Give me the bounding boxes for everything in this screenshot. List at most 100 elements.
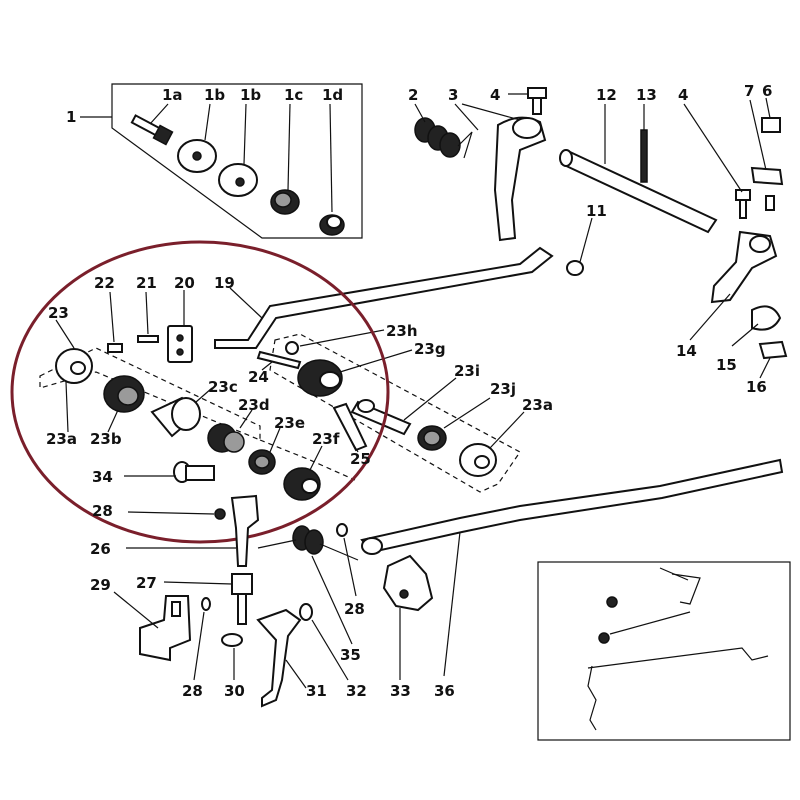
label-1: 1 — [66, 108, 76, 126]
label-3: 3 — [448, 86, 458, 104]
label-23i: 23i — [454, 362, 480, 380]
label-25: 25 — [350, 450, 371, 468]
part-1b-washer-second — [218, 163, 258, 197]
label-12: 12 — [596, 86, 617, 104]
part-1c-spring — [270, 189, 300, 215]
label-6: 6 — [762, 82, 772, 100]
part-1b-washer — [177, 139, 217, 173]
part-14-crank — [689, 230, 778, 341]
part-4-screw-right — [683, 103, 775, 219]
label-27: 27 — [136, 574, 157, 592]
label-23j: 23j — [490, 380, 516, 398]
part-26-arm — [126, 494, 260, 567]
inset-box-part-1 — [80, 83, 363, 239]
part-1a-bolt — [130, 114, 174, 146]
highlight-circle — [10, 240, 390, 544]
part-23b-disc — [103, 375, 145, 433]
label-14: 14 — [676, 342, 697, 360]
inset-box-assembly — [537, 561, 791, 741]
label-22: 22 — [94, 274, 115, 292]
part-23a-washer-left — [55, 348, 93, 433]
part-23i-shaft — [350, 377, 457, 436]
part-16-block — [758, 340, 788, 379]
part-3-lever — [454, 103, 547, 242]
part-23f-nut — [283, 445, 323, 501]
part-22-screw — [107, 291, 123, 353]
part-33-plate — [382, 554, 434, 680]
part-20-bracket — [167, 290, 193, 363]
callout-labels: 1 1a 1b 1b 1c 1d 2 3 4 12 13 4 7 6 11 14… — [46, 82, 772, 700]
label-13: 13 — [636, 86, 657, 104]
part-21-screw — [137, 291, 159, 343]
part-19-rod — [214, 246, 554, 349]
label-11: 11 — [586, 202, 607, 220]
label-1d: 1d — [322, 86, 343, 104]
part-31-lever — [256, 608, 307, 708]
part-34-stud — [124, 461, 215, 483]
part-2-spring — [414, 103, 473, 159]
label-23a-right: 23a — [522, 396, 553, 414]
part-28-nut-top — [127, 508, 226, 520]
label-19: 19 — [214, 274, 235, 292]
part-23h-screw — [285, 329, 385, 355]
label-1b: 1b — [204, 86, 225, 104]
part-15-clip — [731, 305, 782, 347]
part-29-bracket — [113, 591, 192, 662]
label-1a: 1a — [162, 86, 183, 104]
part-13-pin — [640, 104, 648, 183]
label-1c: 1c — [284, 86, 303, 104]
part-30-screw — [221, 633, 243, 680]
part-23g-hub — [297, 349, 413, 397]
label-23a-left: 23a — [46, 430, 77, 448]
label-2: 2 — [408, 86, 418, 104]
part-28-washer-right — [336, 523, 357, 597]
part-23d-spring — [207, 409, 253, 453]
leader-23 — [55, 319, 75, 349]
label-26: 26 — [90, 540, 111, 558]
part-28-washer-bottom — [193, 597, 211, 681]
part-25-pin — [332, 402, 368, 453]
label-23c: 23c — [208, 378, 238, 396]
label-23: 23 — [48, 304, 69, 322]
assembly-23-outline-right — [269, 333, 521, 493]
part-6-nut — [761, 97, 781, 133]
part-23c-sleeve — [150, 387, 213, 438]
label-29: 29 — [90, 576, 111, 594]
part-23e-washer — [248, 427, 281, 475]
label-23f: 23f — [312, 430, 340, 448]
label-4-top: 4 — [490, 86, 500, 104]
part-35-spring — [257, 525, 359, 645]
label-33: 33 — [390, 682, 411, 700]
part-1d-nut — [319, 214, 345, 236]
label-4-right: 4 — [678, 86, 688, 104]
part-36-rod — [360, 458, 784, 677]
part-27-link — [163, 573, 253, 625]
part-23j-spring — [417, 397, 491, 451]
label-32: 32 — [346, 682, 367, 700]
part-23a-washer-right — [459, 411, 525, 477]
label-34: 34 — [92, 468, 113, 486]
label-28-right: 28 — [344, 600, 365, 618]
label-24: 24 — [248, 368, 269, 386]
label-21: 21 — [136, 274, 157, 292]
label-23h: 23h — [386, 322, 418, 340]
label-15: 15 — [716, 356, 737, 374]
part-32-screw — [299, 603, 349, 681]
part-11-screw — [566, 217, 593, 276]
label-1b-second: 1b — [240, 86, 261, 104]
label-23e: 23e — [274, 414, 305, 432]
label-23g: 23g — [414, 340, 446, 358]
label-28-top: 28 — [92, 502, 113, 520]
label-36: 36 — [434, 682, 455, 700]
label-16: 16 — [746, 378, 767, 396]
part-7-bracket — [749, 99, 784, 186]
part-12-shaft — [559, 104, 718, 234]
label-20: 20 — [174, 274, 195, 292]
label-23b: 23b — [90, 430, 122, 448]
label-35: 35 — [340, 646, 361, 664]
label-31: 31 — [306, 682, 327, 700]
label-30: 30 — [224, 682, 245, 700]
part-4-screw-top — [508, 87, 547, 115]
label-23d: 23d — [238, 396, 270, 414]
